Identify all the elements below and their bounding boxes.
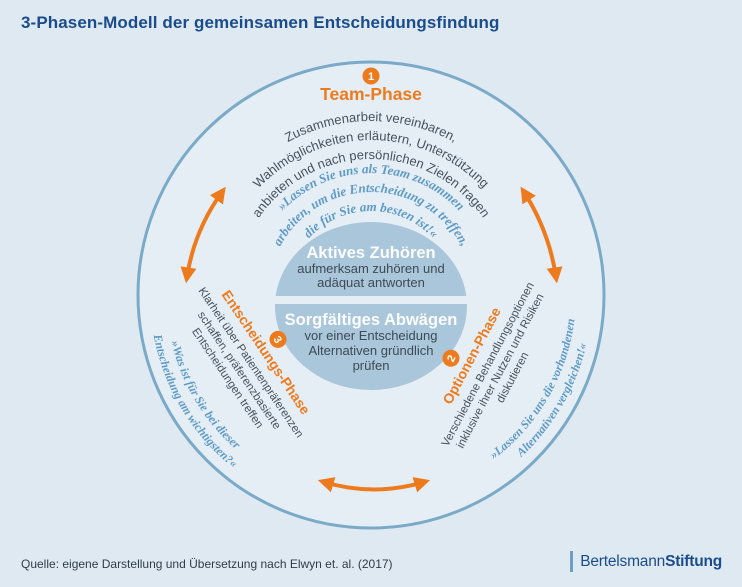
center-bottom-title: Sorgfältiges Abwägen xyxy=(285,311,458,329)
center-top-title: Aktives Zuhören xyxy=(306,244,435,262)
phase-3-badge xyxy=(269,330,287,348)
center-bottom-line: Alternativen gründlich xyxy=(308,343,433,358)
phase-2-badge xyxy=(442,349,460,367)
phase-1-label: Team-Phase xyxy=(320,84,422,104)
center-circle-divider xyxy=(273,296,469,304)
center-circle xyxy=(275,222,467,390)
phase-1-number: 1 xyxy=(368,71,374,83)
center-bottom-line: vor einer Entscheidung xyxy=(305,328,438,343)
bertelsmann-stiftung-logo: BertelsmannStiftung xyxy=(570,551,722,572)
center-top-line: aufmerksam zuhören und xyxy=(297,261,444,276)
phase-2-number: 2 xyxy=(445,353,458,364)
logo-bar-icon xyxy=(570,551,574,572)
center-top-line: adäquat antworten xyxy=(317,275,425,290)
center-bottom-line: prüfen xyxy=(353,358,390,373)
logo-part1: Bertelsmann xyxy=(580,552,666,570)
logo-part2: Stiftung xyxy=(665,552,722,570)
page-title: 3-Phasen-Modell der gemeinsamen Entschei… xyxy=(21,13,500,32)
cycle-arrow-bottom-icon xyxy=(317,477,431,493)
cycle-arrow-right-icon xyxy=(520,186,563,284)
logo-text: BertelsmannStiftung xyxy=(580,553,722,571)
decision-model-diagram: Aktives Zuhören aufmerksam zuhören und a… xyxy=(136,60,606,530)
cycle-arrow-left-icon xyxy=(180,186,226,284)
phase-3-number: 3 xyxy=(270,334,283,346)
phase-1-badge xyxy=(362,67,380,85)
source-note: Quelle: eigene Darstellung und Übersetzu… xyxy=(21,557,393,571)
